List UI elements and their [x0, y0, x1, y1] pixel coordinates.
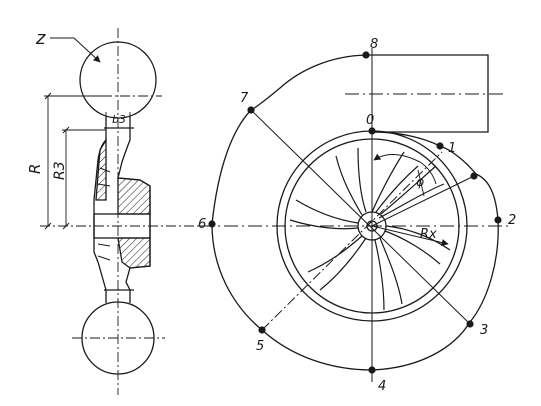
point-8 [362, 51, 370, 59]
blade [378, 165, 445, 219]
hub-disk-hatch [117, 177, 151, 215]
label-point-5: 5 [256, 339, 264, 354]
label-rx: Rx [420, 227, 437, 242]
diagonal-5-1 [261, 151, 443, 331]
label-z: z [35, 28, 46, 49]
blade [374, 237, 403, 311]
section-labels: z b3 R R3 [26, 28, 126, 180]
phi-ticks [417, 169, 425, 197]
phi-angle-arc [373, 153, 437, 185]
rx-arrow [371, 225, 449, 246]
radial-to-extra-point [371, 175, 475, 227]
label-point-4: 4 [378, 379, 386, 394]
point-7 [247, 106, 255, 114]
blade [307, 235, 367, 291]
blade [384, 225, 451, 265]
label-b3: b3 [112, 113, 126, 126]
dim-b3-ticks [105, 112, 131, 122]
point-extra [470, 172, 478, 180]
blade [289, 199, 359, 230]
point-labels: 0 1 2 3 4 5 6 7 8 φ Rx [198, 37, 516, 394]
label-point-8: 8 [370, 37, 378, 52]
point-1 [436, 142, 444, 150]
point-4 [368, 366, 376, 374]
z-arrow [73, 37, 101, 63]
label-R: R [26, 164, 44, 174]
station-points [208, 51, 502, 374]
bottom-throat-neck [104, 289, 134, 303]
label-point-1: 1 [448, 141, 456, 156]
dim-R3-ticks [62, 126, 70, 230]
blade [335, 147, 367, 216]
point-0 [368, 127, 376, 135]
blade-lines [97, 167, 111, 261]
label-point-6: 6 [198, 217, 206, 232]
label-point-2: 2 [508, 213, 516, 228]
point-5 [258, 326, 266, 334]
label-phi: φ [416, 175, 424, 189]
blade [371, 151, 419, 213]
point-3 [466, 320, 474, 328]
point-6 [208, 220, 216, 228]
diagonal-7-3 [250, 109, 471, 325]
dim-R-ticks [44, 92, 52, 230]
discharge-nozzle [366, 54, 489, 133]
label-R3: R3 [52, 161, 68, 180]
label-point-3: 3 [480, 323, 488, 338]
point-2 [494, 216, 502, 224]
volute-casing-spiral [211, 54, 499, 371]
hub-disk-hatch-lower [117, 237, 151, 269]
impeller-blades [289, 147, 451, 311]
label-point-0: 0 [366, 113, 374, 128]
label-point-7: 7 [240, 91, 249, 106]
section-view [40, 28, 200, 395]
